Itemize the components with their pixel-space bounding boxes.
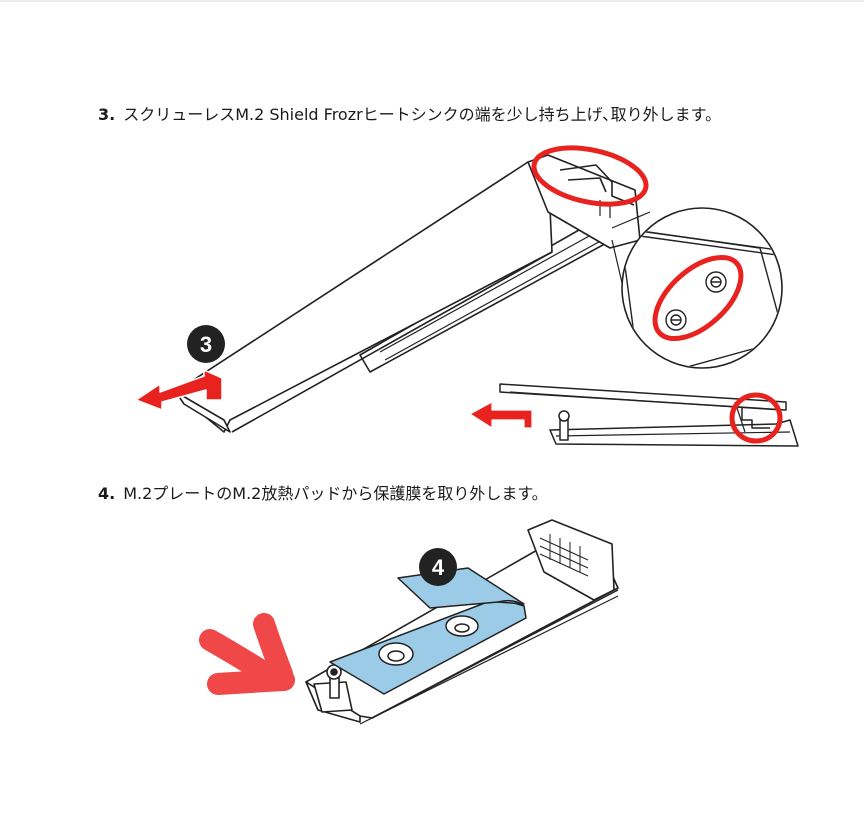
plate-latch-pin-icon xyxy=(313,664,353,713)
thermal-pad xyxy=(329,567,527,695)
connector-highlight-circle xyxy=(531,145,649,207)
step-3-badge: 3 xyxy=(187,325,225,363)
top-divider xyxy=(0,0,864,2)
step-3-number: 3. xyxy=(98,105,116,124)
thermal-pad-hole-right xyxy=(445,615,479,637)
heatsink-front-edge xyxy=(175,391,231,433)
side-view-arrow-icon xyxy=(469,401,533,429)
pin-highlight-circle xyxy=(652,254,744,342)
screw-detail-callout xyxy=(621,207,783,369)
step-4-text: M.2プレートのM.2放熱パッドから保護膜を取り外します。 xyxy=(123,484,548,503)
screw-pin-bottom xyxy=(665,309,687,331)
side-view-highlight-circle xyxy=(729,392,783,444)
step-3-instruction: 3. スクリューレスM.2 Shield Frozrヒートシンクの端を少し持ち上げ… xyxy=(98,105,721,125)
step-3-text: スクリューレスM.2 Shield Frozrヒートシンクの端を少し持ち上げ､取… xyxy=(123,105,722,124)
thermal-pad-hole-left xyxy=(378,642,414,666)
step-4-instruction: 4. M.2プレートのM.2放熱パッドから保護膜を取り外します。 xyxy=(98,484,548,504)
side-view-screw-icon xyxy=(558,410,570,441)
step-4-badge: 4 xyxy=(419,548,457,586)
lift-arrow-icon xyxy=(135,369,223,411)
step-4-badge-label: 4 xyxy=(432,555,445,580)
screw-pin-top xyxy=(705,271,727,293)
hand-drawn-arrow-icon xyxy=(199,613,295,695)
step-3-badge-label: 3 xyxy=(200,332,212,357)
step-4-number: 4. xyxy=(98,484,116,503)
